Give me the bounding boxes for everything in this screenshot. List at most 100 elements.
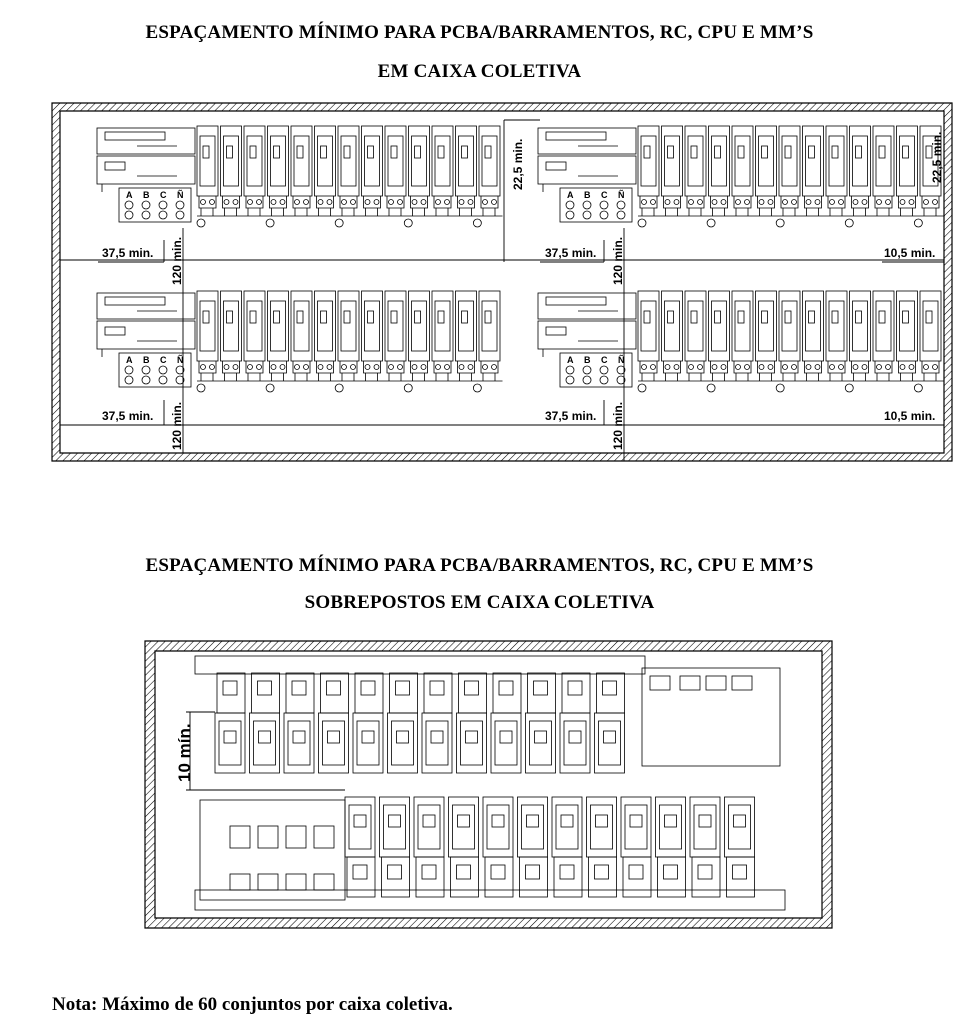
meter-module bbox=[708, 125, 730, 216]
dim-right-gap-1: 10,5 min. bbox=[884, 246, 935, 260]
section2-title-line2: SOBREPOSTOS EM CAIXA COLETIVA bbox=[304, 592, 655, 613]
section1-title-line2: EM CAIXA COLETIVA bbox=[377, 61, 582, 82]
controller-slot bbox=[313, 873, 335, 891]
mount-screw bbox=[637, 218, 647, 228]
meter-module bbox=[919, 125, 942, 216]
controller-slot bbox=[229, 825, 251, 849]
meter-module bbox=[220, 290, 242, 381]
meter-module bbox=[337, 290, 360, 381]
stacked-meter bbox=[283, 672, 315, 774]
section1-enclosure bbox=[51, 102, 953, 462]
cpu-module bbox=[96, 292, 196, 320]
stacked-meter bbox=[620, 796, 652, 898]
meter-module bbox=[337, 125, 360, 216]
section2-enclosure bbox=[144, 640, 833, 929]
rc-module bbox=[96, 320, 196, 350]
phase-label-1: B bbox=[143, 355, 150, 365]
rc-module bbox=[537, 155, 637, 185]
meter-module bbox=[778, 290, 801, 381]
rc-module bbox=[537, 320, 637, 350]
terminal bbox=[141, 375, 151, 385]
meter-module bbox=[661, 125, 683, 216]
dim-left-gap-2: 37,5 min. bbox=[102, 409, 153, 423]
phase-label-3: Ñ bbox=[618, 190, 625, 200]
controller-slot bbox=[313, 825, 335, 849]
mount-screw bbox=[844, 383, 854, 393]
mount-screw bbox=[403, 383, 413, 393]
meter-module bbox=[802, 125, 824, 216]
stacked-meter bbox=[344, 796, 376, 898]
section1-dimension-labels: 37,5 min. 37,5 min. 37,5 min. 37,5 min. … bbox=[102, 132, 944, 450]
meter-module bbox=[802, 290, 824, 381]
meter-module bbox=[431, 290, 454, 381]
terminal bbox=[158, 210, 168, 220]
dim-vertical-gap-1: 120 min. bbox=[170, 237, 184, 285]
phase-label-3: Ñ bbox=[618, 355, 625, 365]
stacked-meter bbox=[387, 672, 418, 774]
terminal bbox=[565, 365, 575, 375]
terminal bbox=[599, 200, 609, 210]
terminal bbox=[616, 210, 626, 220]
dim-vertical-gap-3: 120 min. bbox=[611, 237, 625, 285]
dim-right-gap-2: 10,5 min. bbox=[884, 409, 935, 423]
meter-module bbox=[708, 290, 730, 381]
stacked-meter bbox=[594, 672, 625, 774]
stacked-meter bbox=[586, 796, 617, 898]
dim-left-gap-3: 37,5 min. bbox=[545, 246, 596, 260]
controller-slot bbox=[257, 825, 279, 849]
cpu-module bbox=[537, 292, 637, 320]
cpu-module bbox=[537, 127, 637, 155]
meter-module bbox=[431, 125, 454, 216]
terminal bbox=[158, 375, 168, 385]
controller-slot bbox=[229, 873, 251, 891]
busbar-block bbox=[559, 187, 633, 223]
stacked-meter bbox=[490, 672, 522, 774]
meter-module bbox=[314, 290, 336, 381]
section1-reference-lines bbox=[60, 119, 945, 461]
meter-module bbox=[849, 125, 871, 216]
dim-vertical-gap-2: 120 min. bbox=[170, 402, 184, 450]
busbar-block bbox=[559, 352, 633, 388]
meter-module bbox=[872, 290, 895, 381]
terminal bbox=[175, 365, 185, 375]
stacked-meter bbox=[482, 796, 514, 898]
rc-module bbox=[96, 155, 196, 185]
meter-module bbox=[825, 290, 848, 381]
meter-module bbox=[825, 125, 848, 216]
stacked-meter bbox=[421, 672, 453, 774]
upper-controller bbox=[641, 667, 781, 767]
busbar-block bbox=[118, 187, 192, 223]
dim-row-gap: 10 mín. bbox=[175, 723, 194, 782]
terminal bbox=[599, 375, 609, 385]
stacked-meter bbox=[456, 672, 487, 774]
meter-module bbox=[290, 125, 313, 216]
top-bus-cover bbox=[194, 655, 646, 675]
stacked-meter bbox=[559, 672, 591, 774]
mount-screw bbox=[637, 383, 647, 393]
stacked-meter-row bbox=[344, 796, 755, 898]
dim-left-gap-4: 37,5 min. bbox=[545, 409, 596, 423]
terminal bbox=[616, 375, 626, 385]
dim-top-gap-2: 22,5 min. bbox=[930, 132, 944, 183]
mount-screw bbox=[706, 383, 716, 393]
meter-module bbox=[314, 125, 336, 216]
stacked-meter bbox=[655, 796, 686, 898]
stacked-meter bbox=[352, 672, 384, 774]
terminal bbox=[158, 365, 168, 375]
meter-module bbox=[731, 290, 754, 381]
meter-module bbox=[684, 290, 707, 381]
meter-module bbox=[755, 290, 777, 381]
meter-module bbox=[455, 290, 477, 381]
terminal bbox=[141, 365, 151, 375]
meter-module bbox=[478, 125, 501, 216]
mount-screw bbox=[706, 218, 716, 228]
meter-module bbox=[290, 290, 313, 381]
phase-label-2: C bbox=[601, 355, 608, 365]
terminal bbox=[616, 365, 626, 375]
meter-module bbox=[872, 125, 895, 216]
mount-screw bbox=[196, 218, 206, 228]
phase-label-2: C bbox=[601, 190, 608, 200]
terminal bbox=[565, 210, 575, 220]
